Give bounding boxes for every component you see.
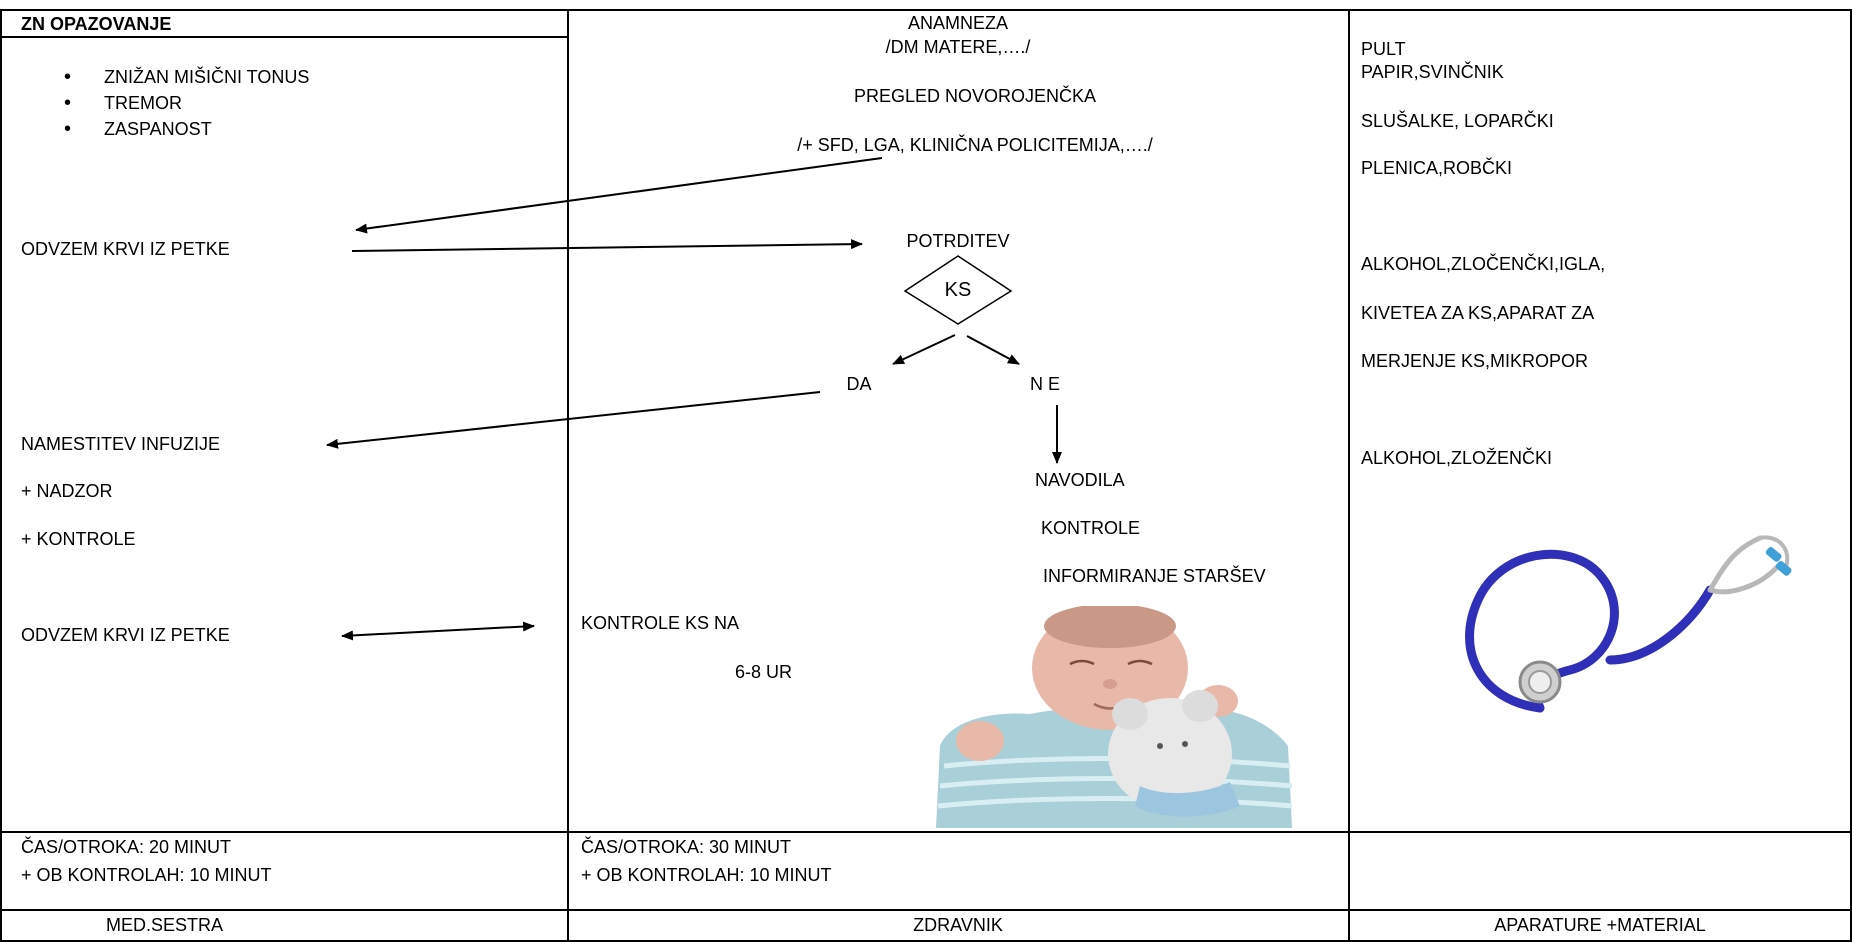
measuring-label: MERJENJE KS,MIKROPOR (1361, 351, 1589, 371)
left-header: ZN OPAZOVANJE (21, 14, 172, 34)
list-item: TREMOR (60, 90, 309, 116)
controls-label: + KONTROLE (21, 529, 136, 549)
arrow-blood-draw-to-confirmation (351, 239, 863, 252)
headphones-label: SLUŠALKE, LOPARČKI (1361, 111, 1554, 131)
paper-pencil-label: PAPIR,SVINČNIK (1361, 62, 1504, 82)
controls-label: KONTROLE (1041, 518, 1141, 538)
blood-draw-label-2: ODVZEM KRVI IZ PETKE (21, 625, 230, 645)
mid-footer: ZDRAVNIK (913, 915, 1003, 935)
alcohol-needle-label: ALKOHOL,ZLOČENČKI,IGLA, (1361, 254, 1606, 274)
left-footer: MED.SESTRA (106, 915, 224, 935)
symptoms-list: ZNIŽAN MIŠIČNI TONUS TREMOR ZASPANOST (60, 64, 309, 142)
inform-parents-label: INFORMIRANJE STARŠEV (1043, 566, 1266, 586)
ks-interval-label: 6-8 UR (735, 662, 793, 682)
newborn-exam-label: PREGLED NOVOROJENČKA (853, 86, 1097, 106)
arrow-diamond-to-no (966, 335, 1020, 365)
alcohol-gauze-label: ALKOHOL,ZLOŽENČKI (1361, 448, 1553, 468)
confirmation-label: POTRDITEV (906, 231, 1010, 251)
newborn-baby-image (936, 606, 1293, 828)
left-time-per-child: ČAS/OTROKA: 20 MINUT (21, 837, 232, 857)
no-label: N E (1029, 374, 1061, 394)
desk-label: PULT (1361, 39, 1406, 59)
right-footer: APARATURE +MATERIAL (1494, 915, 1706, 935)
arrow-exam-to-blood-draw (355, 157, 883, 234)
decision-diamond (903, 255, 1013, 325)
supervision-label: + NADZOR (21, 481, 113, 501)
infusion-label: NAMESTITEV INFUZIJE (21, 434, 221, 454)
decision-label: KS (944, 279, 972, 301)
arrow-yes-to-infusion (326, 391, 821, 449)
arrow-blood-draw-to-ks-controls (341, 621, 535, 641)
cuvette-label: KIVETEA ZA KS,APARAT ZA (1361, 303, 1595, 323)
exam-detail: /+ SFD, LGA, KLINIČNA POLICITEMIJA,…./ (797, 135, 1153, 155)
ks-controls-label: KONTROLE KS NA (581, 613, 740, 633)
stethoscope-icon (1465, 535, 1792, 713)
anamnesis-detail: /DM MATERE,…./ (885, 37, 1031, 57)
mid-time-per-child: ČAS/OTROKA: 30 MINUT (581, 837, 792, 857)
arrow-diamond-to-yes (892, 334, 956, 365)
yes-label: DA (846, 374, 872, 394)
left-time-controls: + OB KONTROLAH: 10 MINUT (21, 865, 272, 885)
diapers-label: PLENICA,ROBČKI (1361, 158, 1513, 178)
list-item: ZNIŽAN MIŠIČNI TONUS (60, 64, 309, 90)
mid-time-controls: + OB KONTROLAH: 10 MINUT (581, 865, 832, 885)
blood-draw-label-1: ODVZEM KRVI IZ PETKE (21, 239, 230, 259)
instructions-label: NAVODILA (1035, 470, 1125, 490)
list-item: ZASPANOST (60, 116, 309, 142)
anamnesis-label: ANAMNEZA (907, 13, 1009, 33)
